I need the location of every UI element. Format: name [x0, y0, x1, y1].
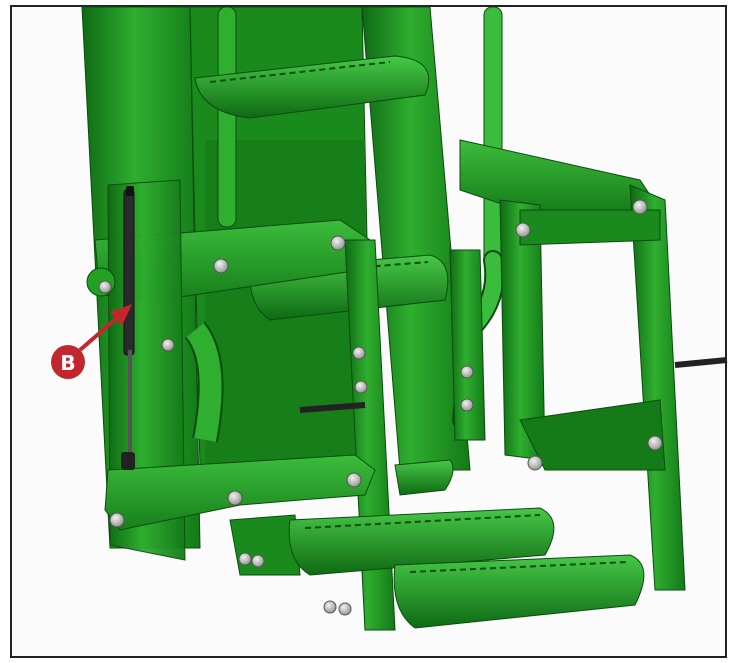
callout-b-label: B	[60, 351, 75, 375]
callout-b-badge	[51, 345, 85, 379]
callout-b: B	[51, 304, 132, 379]
lower-steps	[288, 459, 645, 629]
platform-frame	[459, 139, 728, 591]
upper-step	[194, 55, 430, 119]
bolts	[98, 199, 663, 616]
